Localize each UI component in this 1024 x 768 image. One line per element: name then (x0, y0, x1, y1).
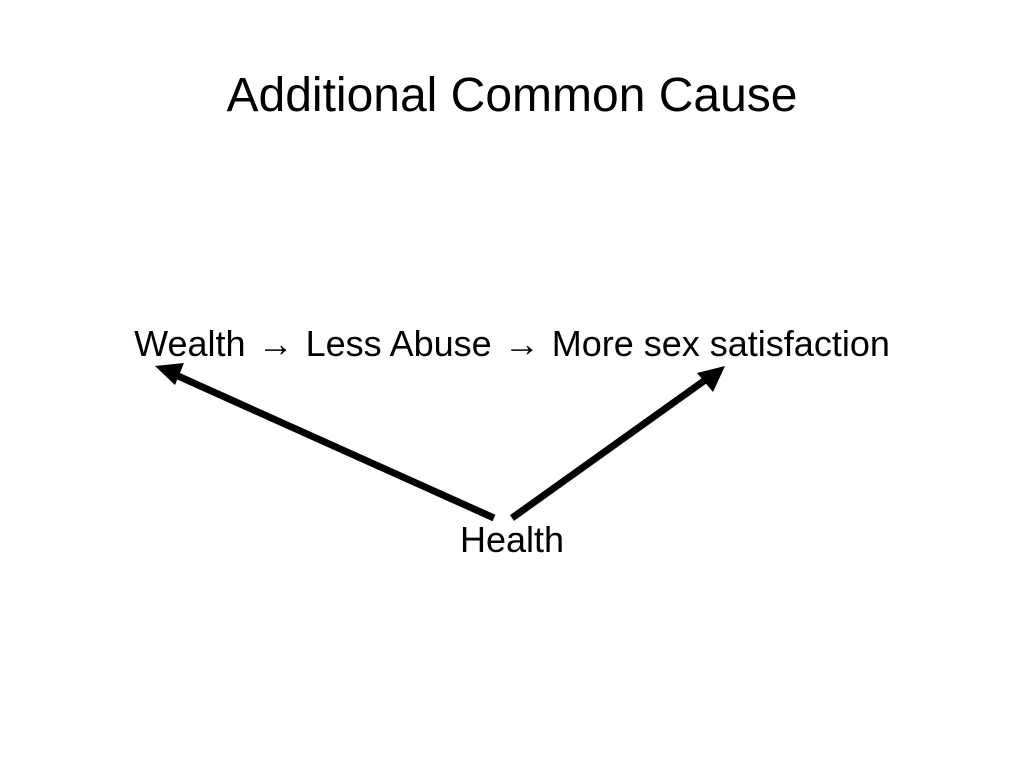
node-health: Health (459, 519, 565, 560)
node-less-abuse: Less Abuse (305, 323, 492, 364)
node-wealth: Wealth (134, 323, 246, 364)
node-more-sex-satisfaction: More sex satisfaction (551, 323, 890, 364)
right-arrow-icon: → (503, 323, 540, 364)
right-arrow-icon: → (257, 323, 294, 364)
arrow-health-to-more-sex-satisfaction (509, 366, 725, 521)
arrow-health-to-wealth (155, 363, 496, 522)
slide-title: Additional Common Cause (226, 69, 798, 122)
causal-chain: Wealth → Less Abuse → More sex satisfact… (0, 322, 1024, 366)
